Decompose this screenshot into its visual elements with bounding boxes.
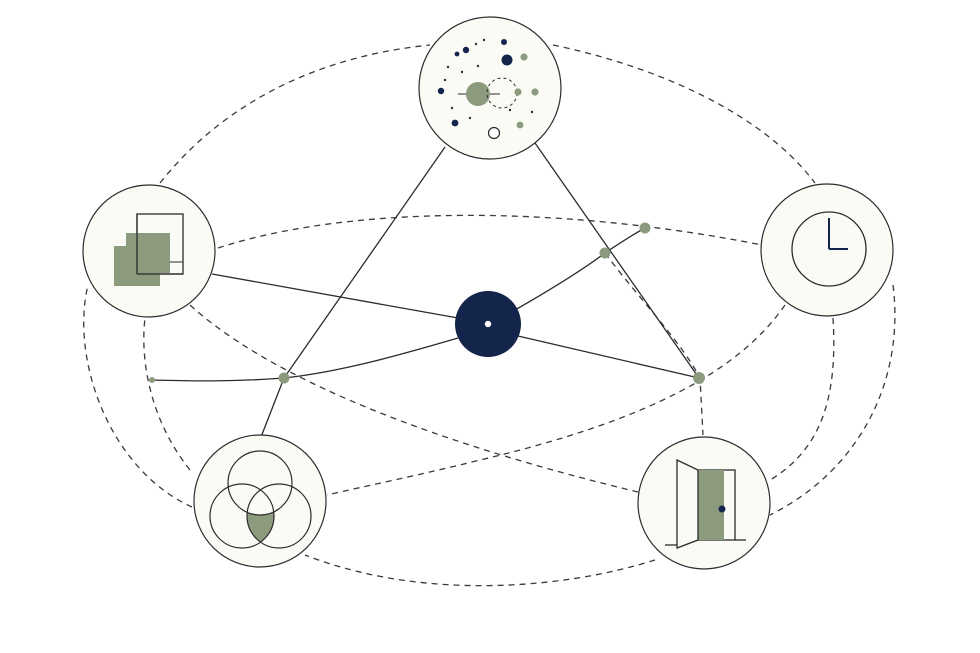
connector-top-junction <box>283 146 446 379</box>
dashed-orbits <box>83 44 896 587</box>
connector-left-center <box>211 273 459 319</box>
inner-orbit <box>143 214 786 496</box>
node-bottom-right[interactable] <box>637 436 771 570</box>
node-left[interactable] <box>82 184 216 318</box>
center-hole <box>484 320 492 328</box>
junction-right-upper <box>599 247 611 259</box>
overlapping-documents-icon <box>114 213 184 286</box>
junction-dots <box>149 222 705 384</box>
solid-connectors <box>151 142 700 438</box>
connector-center-right-curve <box>514 227 646 311</box>
connector-center-bottomright <box>517 335 700 379</box>
connector-top-bottomright <box>534 142 700 379</box>
node-bottom-left[interactable] <box>193 434 327 568</box>
junction-left-end <box>149 377 155 383</box>
connector-junction-bottomleft <box>260 377 285 438</box>
connector-center-left-curve <box>151 337 459 382</box>
center-node[interactable] <box>455 291 521 357</box>
node-right[interactable] <box>760 183 894 317</box>
diagonal-orbit-b <box>604 252 704 436</box>
junction-left <box>278 372 290 384</box>
junction-right-end <box>639 222 651 234</box>
right-vertical-orbit <box>769 317 835 481</box>
venn-diagram-icon <box>209 450 312 549</box>
open-door-icon <box>665 458 746 549</box>
diagonal-orbit-a <box>189 304 639 493</box>
outer-orbit <box>83 44 896 587</box>
clock-icon <box>791 211 867 287</box>
junction-right-lower <box>693 372 705 384</box>
constellation-dots-icon <box>437 38 539 140</box>
node-top[interactable] <box>418 16 562 160</box>
